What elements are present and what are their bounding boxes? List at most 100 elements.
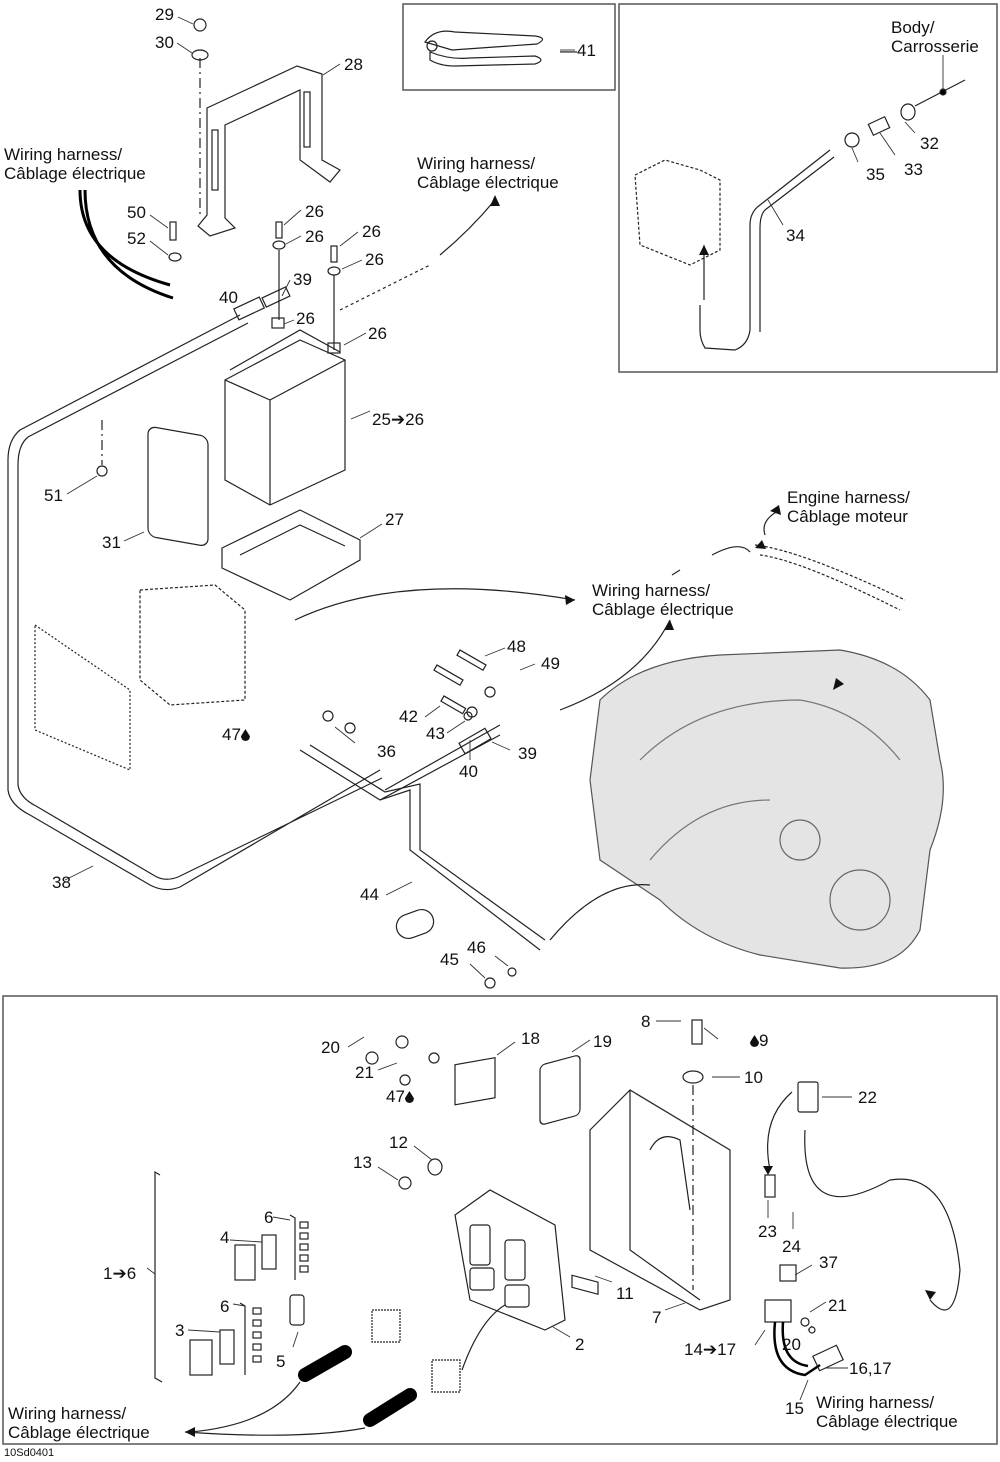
callout-42: 42 <box>399 707 418 726</box>
battery <box>224 329 346 506</box>
note-line: Body/ <box>891 18 935 37</box>
callout-20: 20 <box>782 1335 801 1354</box>
callout-4: 4 <box>220 1228 230 1247</box>
callout-32: 32 <box>920 134 939 153</box>
diagram-code: 10Sd0401 <box>4 1447 55 1459</box>
engine <box>589 649 944 969</box>
callout-48: 48 <box>507 637 526 656</box>
callout-24: 24 <box>782 1237 801 1256</box>
ground-wires <box>78 189 174 300</box>
ecm-module <box>454 1189 566 1331</box>
connector-3 <box>189 1329 235 1376</box>
callout-38: 38 <box>52 873 71 892</box>
terminal-cap <box>395 909 435 939</box>
note-line: Engine harness/ <box>787 488 910 507</box>
vent-tube-inset-frame <box>618 3 998 373</box>
note-line: Wiring harness/ <box>4 145 123 164</box>
callout-45: 45 <box>440 950 459 969</box>
callout-26: 26 <box>296 309 315 328</box>
callout-31: 31 <box>102 533 121 552</box>
note-wiring-harness-bottom-right: Wiring harness/ Câblage électrique <box>816 1393 958 1431</box>
note-wiring-harness-top-center: Wiring harness/ Câblage électrique <box>417 154 559 192</box>
battery-gasket <box>147 426 209 546</box>
ground-cable-38 <box>7 314 383 891</box>
callout-13: 13 <box>353 1153 372 1172</box>
callout-39: 39 <box>293 270 312 289</box>
note-line: Wiring harness/ <box>417 154 536 173</box>
callout-8: 8 <box>641 1012 651 1031</box>
note-line: Câblage électrique <box>417 173 559 192</box>
callout-47: 47 <box>222 725 250 744</box>
callout-46: 46 <box>467 938 486 957</box>
positive-cable <box>299 744 546 951</box>
callout-50: 50 <box>127 203 146 222</box>
crimp-tool-inset-frame <box>402 3 616 91</box>
callout-26: 26 <box>368 324 387 343</box>
ecm-inset-frame <box>2 995 998 1445</box>
bolt-50 <box>169 221 177 241</box>
note-line: Câblage électrique <box>816 1412 958 1431</box>
note-wiring-harness-bottom-left: Wiring harness/ Câblage électrique <box>8 1404 150 1442</box>
callout-39: 39 <box>518 744 537 763</box>
connector-4 <box>234 1234 277 1281</box>
callout-28: 28 <box>344 55 363 74</box>
callout-3: 3 <box>175 1321 185 1340</box>
callout-43: 43 <box>426 724 445 743</box>
callout-41: —41 <box>560 41 596 60</box>
note-line: Wiring harness/ <box>592 581 711 600</box>
callout-9-text: 9 <box>759 1031 769 1050</box>
callout-9: 9 <box>750 1031 768 1050</box>
callout-36: 36 <box>377 742 396 761</box>
callout-25-26: 25➔26 <box>372 410 425 429</box>
callout-33: 33 <box>904 160 923 179</box>
callout-6: 6 <box>264 1208 274 1227</box>
callout-12: 12 <box>389 1133 408 1152</box>
note-line: Câblage électrique <box>4 164 146 183</box>
sealant-drop-icon <box>240 729 250 741</box>
note-line: Wiring harness/ <box>816 1393 935 1412</box>
callout-35: 35 <box>866 165 885 184</box>
ecm-bracket <box>589 1089 731 1311</box>
callout-21: 21 <box>828 1296 847 1315</box>
callout-16-17: 16,17 <box>849 1359 892 1378</box>
callout-11: 11 <box>616 1284 634 1303</box>
sealant-drop-icon <box>404 1091 414 1103</box>
callout-7: 7 <box>652 1308 662 1327</box>
callout-15: 15 <box>785 1399 804 1418</box>
callout-19: 19 <box>593 1032 612 1051</box>
callout-21: 21 <box>355 1063 374 1082</box>
note-wiring-harness-middle: Wiring harness/ Câblage électrique <box>592 581 734 619</box>
washer-30 <box>191 49 209 61</box>
callout-14-17: 14➔17 <box>684 1340 737 1359</box>
callout-30: 30 <box>155 33 174 52</box>
fuse-holder-19 <box>539 1055 581 1125</box>
note-wiring-harness-top-left: Wiring harness/ Câblage électrique <box>4 145 146 183</box>
callout-27: 27 <box>385 510 404 529</box>
callout-18: 18 <box>521 1029 540 1048</box>
callout-40: 40 <box>459 762 478 781</box>
note-line: Câblage électrique <box>8 1423 150 1442</box>
note-line: Carrosserie <box>891 37 979 56</box>
note-engine-harness: Engine harness/ Câblage moteur <box>787 488 910 526</box>
callout-47: 47 <box>386 1087 414 1106</box>
note-line: Wiring harness/ <box>8 1404 127 1423</box>
callout-26: 26 <box>305 227 324 246</box>
callout-51: 51 <box>44 486 63 505</box>
callout-26: 26 <box>362 222 381 241</box>
nut-29 <box>193 18 207 32</box>
battery-tray <box>221 509 361 601</box>
callout-20: 20 <box>321 1038 340 1057</box>
sealant-drop-icon <box>750 1035 759 1047</box>
callout-34: 34 <box>786 226 805 245</box>
callout-2: 2 <box>575 1335 585 1354</box>
callout-47-text: 47 <box>222 725 241 744</box>
callout-22: 22 <box>858 1088 877 1107</box>
terminals-6 <box>252 1221 309 1363</box>
note-line: Câblage moteur <box>787 507 908 526</box>
callout-5: 5 <box>276 1352 286 1371</box>
callout-40: 40 <box>219 288 238 307</box>
note-line: Câblage électrique <box>592 600 734 619</box>
callout-52: 52 <box>127 229 146 248</box>
callout-10: 10 <box>744 1068 763 1087</box>
